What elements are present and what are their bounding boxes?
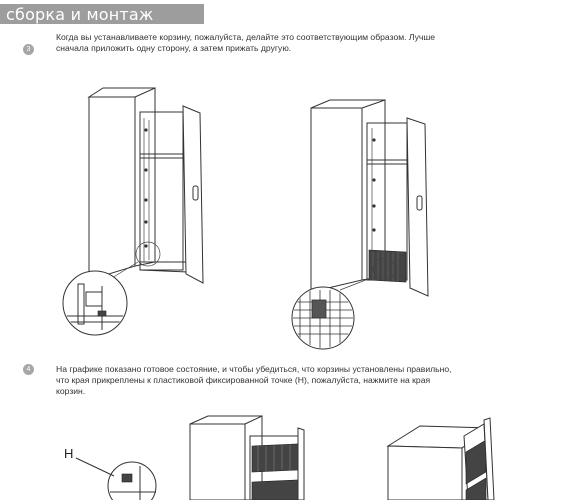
cabinet-figure-3 <box>75 415 305 500</box>
cabinet-figure-2 <box>291 99 429 350</box>
text-line: что края прикреплены к пластиковой фикси… <box>56 375 431 385</box>
cabinet-figure-1 <box>62 87 204 336</box>
section-title: сборка и монтаж <box>6 5 154 24</box>
text-line: Когда вы устанавливаете корзину, пожалуй… <box>56 32 436 42</box>
step-number-badge: 4 <box>23 364 34 375</box>
text-line: На графике показано готовое состояние, и… <box>56 364 452 374</box>
step-number: 3 <box>26 46 31 53</box>
step-4-instructions: На графике показано готовое состояние, и… <box>56 364 452 397</box>
step-number-badge: 3 <box>23 44 34 55</box>
text-line: сначала приложить одну сторону, а затем … <box>56 43 292 53</box>
text-line: корзин. <box>56 386 86 396</box>
step-3-instructions: Когда вы устанавливаете корзину, пожалуй… <box>56 32 435 54</box>
step-number: 4 <box>26 366 31 373</box>
callout-label-h: H <box>64 446 74 461</box>
cabinet-figure-4 <box>386 417 495 500</box>
section-header: сборка и монтаж <box>0 4 204 24</box>
